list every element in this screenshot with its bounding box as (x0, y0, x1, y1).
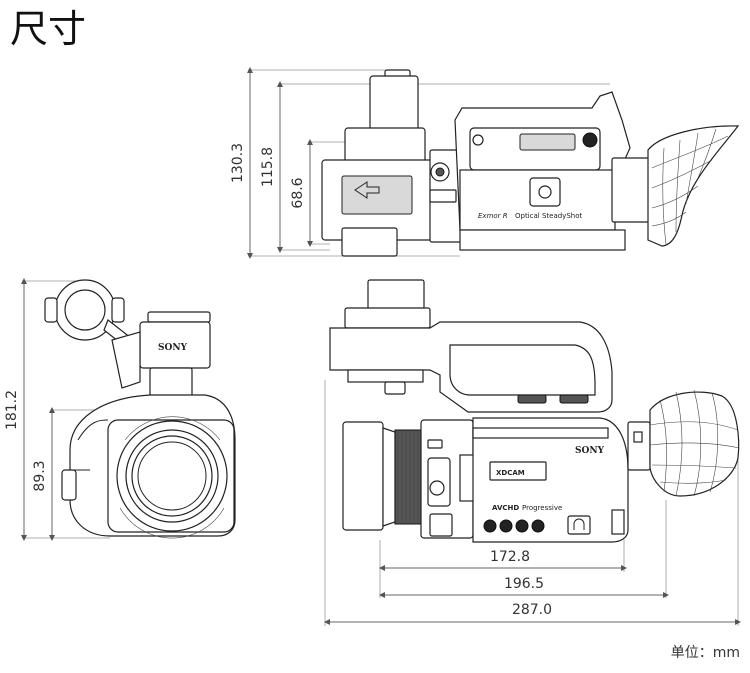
svg-text:Exmor R: Exmor R (478, 212, 508, 220)
front-view: 181.2 89.3 SONY (4, 278, 236, 541)
dim-130-3: 130.3 (230, 143, 246, 183)
svg-text:Optical SteadyShot: Optical SteadyShot (515, 212, 582, 220)
dim-287-0: 287.0 (512, 602, 552, 618)
sony-logo-front: SONY (158, 343, 188, 353)
top-view: 130.3 115.8 68.6 Exmor R Optical SteadyS… (230, 67, 740, 259)
dim-172-8: 172.8 (490, 549, 530, 565)
xdcam-logo: XDCAM (496, 469, 525, 477)
side-view: 172.8 196.5 287.0 SONY XDCAM AVCHD Progr… (324, 279, 741, 626)
dim-89-3: 89.3 (32, 460, 48, 491)
avchd-logo: AVCHD (492, 504, 519, 512)
dim-115-8: 115.8 (260, 147, 276, 187)
page-title: 尺寸 (10, 7, 87, 51)
sony-logo-side: SONY (575, 446, 605, 456)
dim-181-2: 181.2 (4, 390, 20, 430)
dim-196-5: 196.5 (504, 576, 544, 592)
dim-68-6: 68.6 (290, 177, 306, 208)
progressive-label: Progressive (522, 504, 562, 512)
unit-note: 单位：mm (670, 645, 740, 661)
